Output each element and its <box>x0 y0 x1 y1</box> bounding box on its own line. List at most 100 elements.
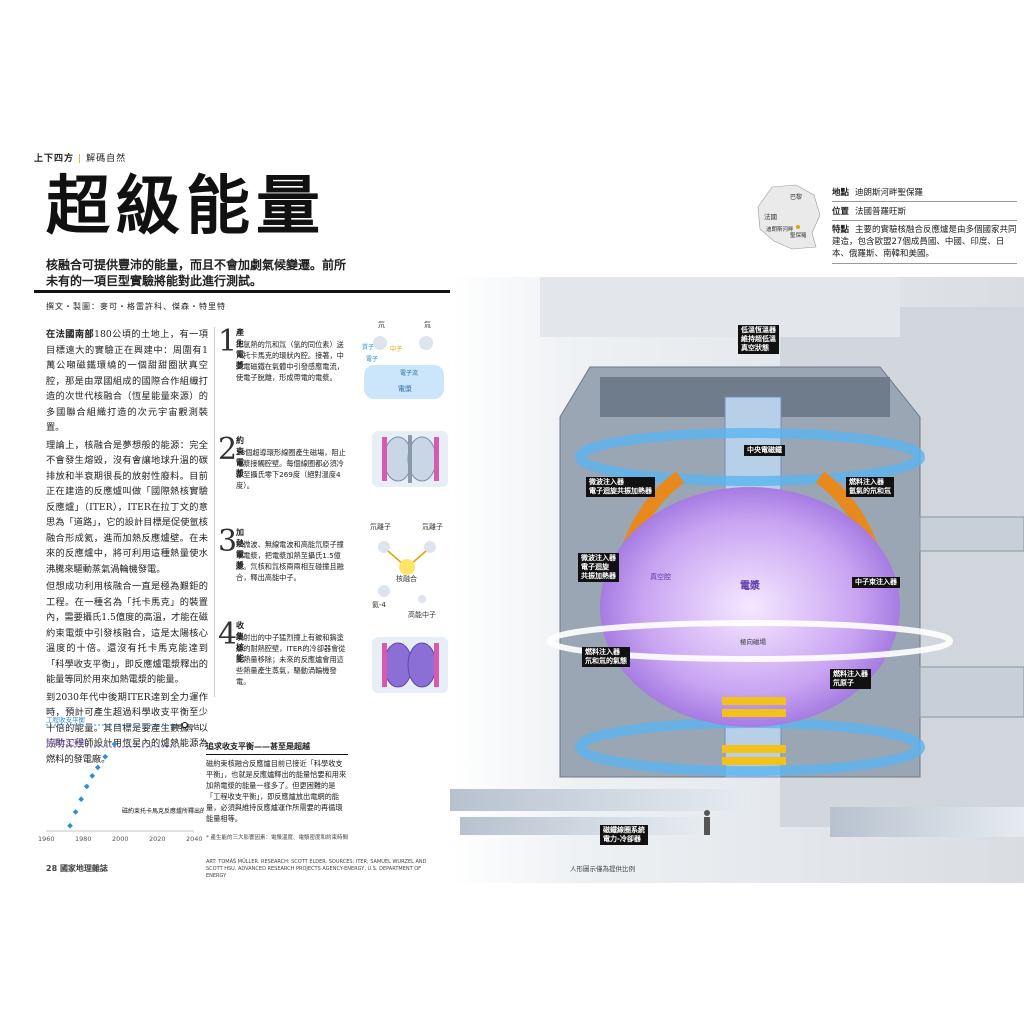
chart-point-7 <box>111 741 118 747</box>
balance-footnote: * 產生能的三大影響因素：電漿溫度、電漿密度和約束時間 <box>206 835 349 841</box>
lower-coil-3 <box>722 745 786 753</box>
info-value: 主要的實驗核融合反應爐是由多個國家共同建造，包含歐盟27個成員國、中國、印度、日… <box>832 225 1017 259</box>
step-title: 產生電漿 <box>236 328 244 370</box>
label-electron: 電子 <box>366 356 378 363</box>
chart-point-6 <box>102 753 109 760</box>
step-title: 收集核能 <box>236 621 244 663</box>
label-proton: 質子 <box>362 343 374 351</box>
info-row-feature: 特點主要的實驗核融合反應爐是由多個國家共同建造，包含歐盟27個成員國、中國、印度… <box>832 221 1017 264</box>
lower-coil-2 <box>722 709 786 717</box>
section-name: 上下四方 <box>34 154 75 164</box>
chart-point-3 <box>83 783 90 790</box>
info-key: 位置 <box>832 207 850 217</box>
step-number: 4 <box>218 617 238 652</box>
plasma-creation-diagram: 氘 氚 質子 中子 電子 電子流 電漿 <box>362 320 444 399</box>
iter-point <box>181 722 188 728</box>
energy-capture-diagram <box>372 637 448 693</box>
step-text: 以微波、無線電波和高能氘原子撞擊電漿，把電漿加熱至攝氏1.5億度。氘核和氚核兩兩… <box>236 540 344 582</box>
step-number: 1 <box>218 324 238 359</box>
label-microwave-mid: 微波注入器 電子迴旋 共振加熱器 <box>578 553 619 582</box>
balance-title: 追求收支平衡——甚至是超越 <box>206 741 348 755</box>
art-credits: ART: TOMÁŠ MÜLLER. RESEARCH: SCOTT ELDER… <box>206 859 427 879</box>
legend-scientific: 科學收支平衡 <box>46 737 86 746</box>
map-label-france: 法國 <box>764 212 777 221</box>
location-dot <box>796 225 800 229</box>
roof <box>540 277 900 337</box>
chart-point-2 <box>78 796 84 803</box>
magazine-name: 國家地理雜誌 <box>59 864 108 873</box>
right-injector <box>919 516 1024 552</box>
page-title: 超級能量 <box>46 169 326 244</box>
info-value: 迪朗斯河畔聖保羅 <box>855 188 924 198</box>
label-fuel-injector-right: 燃料注入器 氘原子 <box>830 669 871 689</box>
vessel-label: 真空腔 <box>650 572 671 581</box>
step-title: 加熱電漿 <box>236 528 244 570</box>
neutral-beam-injector <box>919 666 1024 718</box>
label-cryostat: 低溫恆溫器 維持超低溫 真空狀態 <box>738 325 779 354</box>
step-text: 噴射出的中子猛烈撞上有鈹和鎢塗層的耐熱腔壁，ITER的冷卻器會從此熱量移除；未來… <box>236 633 346 686</box>
site-info: 地點迪朗斯河畔聖保羅 位置法國普羅旺斯 特點主要的實驗核融合反應爐是由多個國家共… <box>832 183 1017 264</box>
paragraph-2: 理論上，核融合是夢想般的能源：完全不會發生熔毀，沒有會讓地球升溫的碳排放和半衰期… <box>46 439 208 575</box>
article-body: 在法國南部180公頃的土地上，有一項目標遠大的實驗正在興建中：周圍有1萬公噸磁鐵… <box>46 327 208 769</box>
x-tick-0: 1960 <box>38 835 55 843</box>
section-header: 上下四方|解碼自然 <box>34 154 127 164</box>
reactor-svg: 電漿 真空腔 極向磁場 <box>450 277 1024 883</box>
label-fuel-injector-upper: 燃料注入器 氫氣的氘和氚 <box>846 477 894 497</box>
steps-column: 1 產生電漿 把氫熱的氘和氚（氫的同位素）送入托卡馬克的環狀內腔。接著，中央電磁… <box>218 327 368 707</box>
page-num: 28 <box>46 864 58 873</box>
human-figure <box>704 817 710 835</box>
plasma-band <box>364 365 444 399</box>
x-tick-2: 2000 <box>112 835 129 843</box>
label-helium: 氦-4 <box>372 600 387 609</box>
poloidal-coil-upper <box>575 428 925 486</box>
label-fusion: 核融合 <box>396 574 417 583</box>
step-number: 3 <box>218 524 238 559</box>
label-tritium-ion: 氚離子 <box>422 522 443 531</box>
tritium-atom <box>419 336 433 350</box>
map-label-st-paul: 聖保羅 <box>790 231 807 239</box>
label-neutral-beam: 中子束注入器 <box>852 577 900 588</box>
step-text: 18個超導環形線圈產生磁場，阻止電漿接觸腔壁。每個線圈都必須冷卻至攝氏零下269… <box>236 448 346 490</box>
step-text: 把氫熱的氘和氚（氫的同位素）送入托卡馬克的環狀內腔。接著，中央電磁鐵在氣體中引發… <box>236 340 344 382</box>
label-fuel-injector-lower: 燃料注入器 氘和氚的氣態 <box>582 647 630 667</box>
balance-text: 磁約束核融合反應爐目前已接近「科學收支平衡」，也就是反應爐釋出的能量恰要和用來加… <box>206 759 347 823</box>
pipe-2 <box>460 817 700 835</box>
info-key: 特點 <box>832 225 850 235</box>
magazine-spread: 上下四方|解碼自然 超級能量 核融合可提供豐沛的能量，而且不會加劇氣候變遷。前所… <box>0 141 1024 883</box>
fusion-burst <box>399 559 415 575</box>
label-neutron: 中子 <box>390 345 402 353</box>
x-tick-1: 1980 <box>75 835 92 843</box>
chart-point-0 <box>67 822 73 829</box>
field-label: 極向磁場 <box>740 637 767 646</box>
page-number: 28 國家地理雜誌 <box>46 863 108 874</box>
label-deuterium-ion: 氘離子 <box>370 522 391 531</box>
chart-inner-label: 磁約束托卡馬克反應爐所釋出的能量* <box>122 807 204 815</box>
x-tick-4: 2040 <box>186 835 203 843</box>
map-label-durance: 迪朗斯河畔 <box>766 225 794 233</box>
byline: 撰文・製圖：麥可・格雷許科、傑森・特里特 <box>46 302 226 311</box>
france-map: 巴黎 法國 聖保羅 迪朗斯河畔 <box>757 184 821 250</box>
label-tritium: 氚 <box>424 320 431 329</box>
info-key: 地點 <box>832 188 850 198</box>
chart-point-1 <box>72 809 79 815</box>
plasma-torus <box>600 487 900 727</box>
info-row-location: 位置法國普羅旺斯 <box>832 202 1017 221</box>
lower-coil-4 <box>722 757 786 765</box>
iter-reactor-illustration: 電漿 真空腔 極向磁場 低溫恆溫器 維持超低溫 真空狀態 中央電磁鐵 微波注入器… <box>450 277 1024 883</box>
scale-note: 人形圖示僅為提供比例 <box>570 865 635 873</box>
pipe-1 <box>450 789 750 811</box>
label-neutron-high: 高能中子 <box>408 610 436 619</box>
step-title: 約束電漿 <box>236 436 244 478</box>
title-rule <box>34 290 562 293</box>
paragraph-text: 180公頃的土地上，有一項目標遠大的實驗正在興建中：周圍有1萬公噸磁鐵環繞的一個… <box>46 329 208 433</box>
balance-note: 追求收支平衡——甚至是超越 磁約束核融合反應爐目前已接近「科學收支平衡」，也就是… <box>206 741 348 842</box>
section-subname: 解碼自然 <box>86 154 127 164</box>
plasma-label: 電漿 <box>740 579 761 592</box>
pipe-3 <box>830 807 1024 837</box>
heating-fusion-diagram: 氘離子 氚離子 核融合 氦-4 高能中子 <box>370 522 443 619</box>
map-label-paris: 巴黎 <box>790 193 802 201</box>
chart-point-5 <box>94 764 101 771</box>
label-plasma: 電漿 <box>398 384 412 393</box>
label-magnet-system: 磁鐵線圈系統 電力-冷卻器 <box>600 825 648 845</box>
